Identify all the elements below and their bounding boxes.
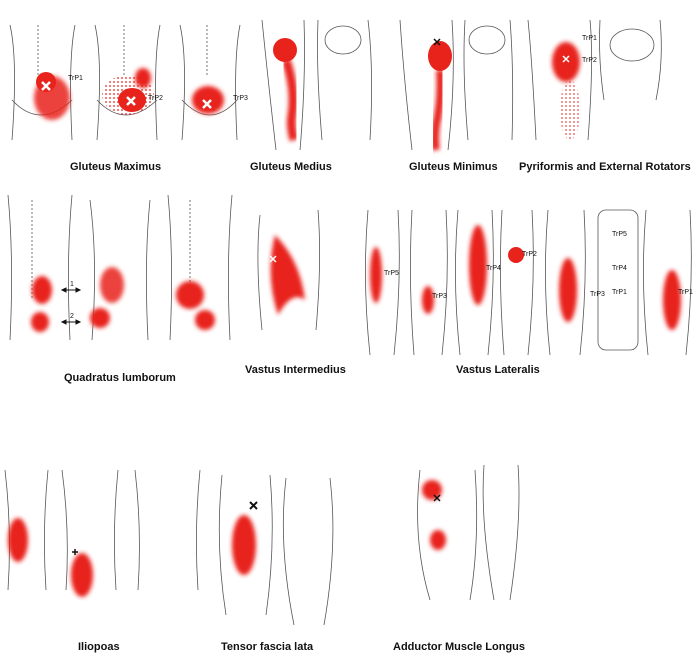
ql-arrows [60,287,82,325]
adductor-longus-illustration [417,464,520,601]
tensor-fascia-lata-pain [232,501,258,575]
pyriformis-illustration [527,19,662,141]
gluteus-minimus-illustration [399,19,514,151]
vastus-intermedius-pain [269,235,305,315]
vl-trp5-label-b: TrP5 [612,231,627,238]
caption-pyriformis: Pyriformis and External Rotators [519,161,691,173]
gluteus-medius-illustration [261,19,372,151]
caption-vastus-lateralis: Vastus Lateralis [456,364,540,376]
vl-trp2-label: TrP2 [522,251,537,258]
gluteus-minimus-pain [428,38,452,151]
quadratus-lumborum-pain [31,267,215,332]
adductor-longus-pain [422,480,446,550]
vastus-intermedius-illustration [257,209,320,331]
trp1-label: TrP1 [68,75,83,82]
caption-gluteus-maximus: Gluteus Maximus [70,161,162,173]
vl-trp5-label-a: TrP5 [384,270,399,277]
caption-vastus-intermedius: Vastus Intermedius [245,364,346,376]
gluteus-maximus-pain [34,68,224,120]
vl-trp1-label: TrP1 [612,289,627,296]
ql-arrow1-label: 1 [70,281,74,288]
vl-trp3-label: TrP3 [432,293,447,300]
iliopoas-illustration [4,469,201,591]
pyriformis-pain [552,42,580,140]
trp2-label: TrP2 [148,95,163,102]
trigger-point-markers [41,81,212,109]
vastus-lateralis-pain [370,225,681,330]
caption-iliopoas: Iliopoas [78,641,120,653]
caption-tensor-fascia-lata: Tensor fascia lata [221,641,314,653]
caption-quadratus-lumborum: Quadratus lumborum [64,372,176,384]
vl-trp4-label: TrP4 [486,265,501,272]
ql-arrow2-label: 2 [70,313,74,320]
pyriformis-trp1-label: TrP1 [582,35,597,42]
vastus-lateralis-illustration [365,209,692,356]
trp3-label: TrP3 [233,95,248,102]
pyriformis-trp2-label: TrP2 [582,57,597,64]
iliopoas-pain [8,518,93,597]
caption-adductor-longus: Adductor Muscle Longus [393,641,525,653]
vl-trp4-label-b: TrP4 [612,265,627,272]
caption-gluteus-minimus: Gluteus Minimus [409,161,498,173]
gluteus-maximus-illustration [9,24,241,141]
gluteus-medius-pain [273,38,299,142]
vl-trp3-label-b: TrP3 [590,291,605,298]
vl-trp1-label-b: TrP1 [678,289,693,296]
tensor-fascia-lata-illustration [218,474,334,626]
caption-gluteus-medius: Gluteus Medius [250,161,332,173]
